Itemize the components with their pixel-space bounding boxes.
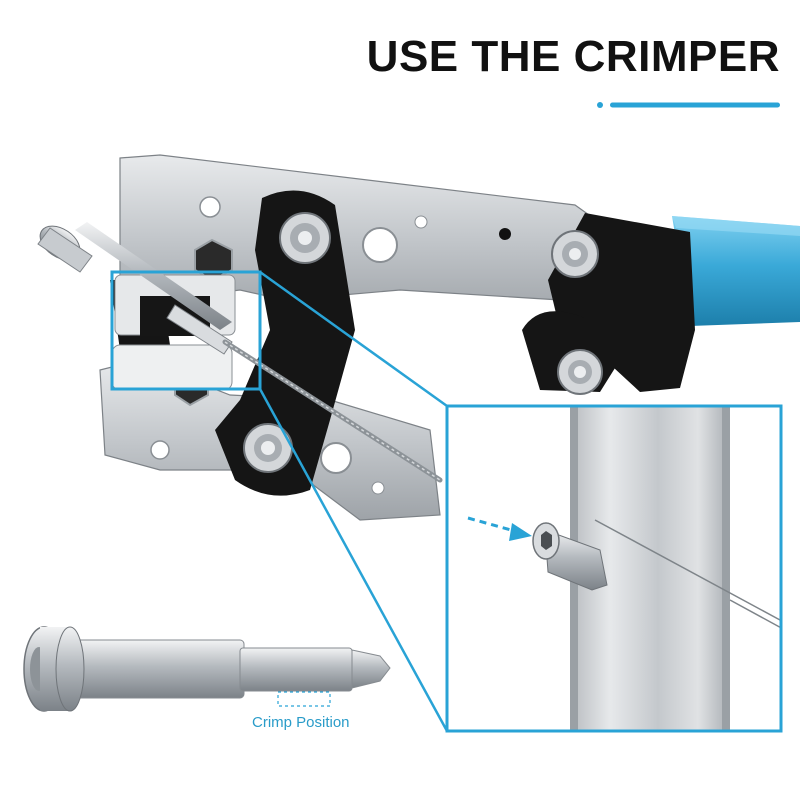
pivot-bolt (557, 349, 603, 395)
callout-connector (258, 270, 449, 732)
title-underline (597, 102, 780, 108)
pivot-bolt (551, 230, 599, 278)
tool-handle (672, 216, 800, 326)
pivot-bolt (279, 212, 331, 264)
fitting-image (23, 626, 391, 712)
crimp-position-label: Crimp Position (252, 714, 350, 731)
jaw-highlight-frame (110, 270, 262, 391)
crimp-position-bracket (277, 691, 331, 707)
post-installation-image (445, 404, 783, 733)
pivot-bolt (243, 423, 293, 473)
arrow-icon (467, 516, 532, 541)
crimper-tool-image (37, 154, 695, 521)
page-title: USE THE CRIMPER (366, 32, 780, 81)
